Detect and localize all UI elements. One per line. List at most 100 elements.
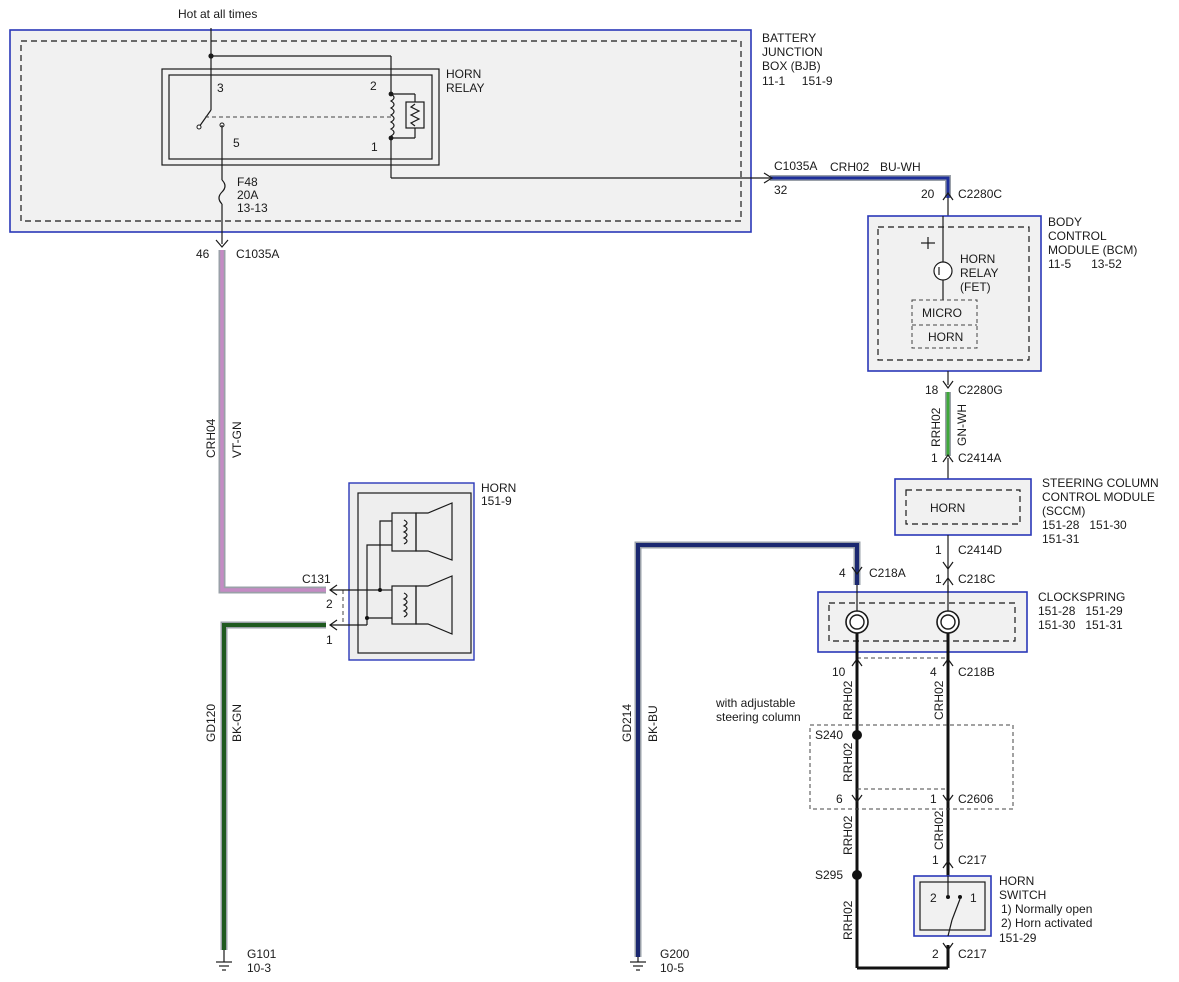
clockspring-coil-left-inner: [849, 614, 865, 630]
adjustable-note-2: steering column: [716, 710, 801, 724]
rrh02-label-d: RRH02: [841, 900, 855, 940]
c2606-right-arrow: [942, 794, 954, 804]
rrh02-gnwh-circuit: RRH02: [929, 407, 943, 447]
c2414d-arrow: [942, 561, 954, 571]
c2606-connector: C2606: [958, 792, 994, 806]
clockspring-c218b-connector: C218B: [958, 665, 995, 679]
sccm-inner-label: HORN: [930, 501, 965, 515]
relay-pin-5: 5: [233, 136, 240, 150]
rrh02-gnwh-color: GN-WH: [955, 404, 969, 446]
horn-switch-box: [913, 875, 992, 937]
horn-ref: 151-9: [481, 494, 512, 508]
bcm-micro-label: MICRO: [922, 306, 962, 320]
splice-s240-label: S240: [815, 728, 843, 742]
horn-relay-title-1: HORN: [446, 67, 481, 81]
sccm-title-3: (SCCM): [1042, 504, 1085, 518]
bcm-relay-label-2: RELAY: [960, 266, 998, 280]
bk-bu-wire: [636, 543, 859, 957]
bjb-title-line3: BOX (BJB): [762, 59, 821, 73]
clockspring-refs-2: 151-30 151-31: [1038, 618, 1123, 632]
relay-coil: [389, 93, 395, 137]
g200-ref: 10-5: [660, 961, 684, 975]
bcm-connector-out: C2280G: [958, 383, 1003, 397]
relay-pin-2: 2: [370, 79, 377, 93]
c217-top-connector: C217: [958, 853, 987, 867]
relay-pin-3: 3: [217, 81, 224, 95]
g200-name: G200: [660, 947, 690, 961]
horn-relay-title-2: RELAY: [446, 81, 484, 95]
g101-name: G101: [247, 947, 277, 961]
horn-cone-bottom: [415, 575, 453, 635]
horn-switch-note-2: 2) Horn activated: [1001, 916, 1092, 930]
c217-bot-arrow: [942, 942, 954, 952]
fuse-f48-symbol: [218, 179, 226, 205]
relay-switch-pivot: [196, 124, 202, 130]
sccm-refs-1: 151-28 151-30: [1042, 518, 1127, 532]
splice-s295-label: S295: [815, 868, 843, 882]
crh04-circuit: CRH04: [204, 418, 218, 458]
horn-switch-note-1: 1) Normally open: [1001, 902, 1092, 916]
sccm-pin-out: 1: [935, 543, 942, 557]
crh02-label-b: CRH02: [932, 810, 946, 850]
clockspring-inner-dashed: [828, 602, 1016, 642]
sccm-inner-dashed: [905, 489, 1021, 525]
c2280g-arrow: [942, 380, 954, 390]
gd214-circuit: GD214: [620, 704, 634, 742]
sccm-connector-in: C2414A: [958, 451, 1001, 465]
bcm-title-3: MODULE (BCM): [1048, 243, 1137, 257]
gd120-circuit: GD120: [204, 704, 218, 742]
horn-neg-node: [365, 616, 369, 620]
sccm-pin-in: 1: [931, 451, 938, 465]
clockspring-c218a-connector: C218A: [869, 566, 906, 580]
bk-gn-color: BK-GN: [230, 704, 244, 742]
horn-switch-title-1: HORN: [999, 874, 1034, 888]
sccm-module-box: [894, 478, 1032, 536]
bu-wh-wire: [770, 176, 950, 198]
bcm-module-box: [867, 215, 1042, 372]
clockspring-title: CLOCKSPRING: [1038, 590, 1125, 604]
c1035a-connector-arrow: [215, 239, 229, 248]
relay-switch-blade: [198, 109, 212, 128]
horn-switch-blade: [951, 898, 961, 921]
horn-coil-top: [402, 519, 408, 545]
c217-top-pin: 1: [932, 853, 939, 867]
bcm-relay-label-3: (FET): [960, 280, 991, 294]
c2606-pin-right: 1: [930, 792, 937, 806]
clockspring-c218a-pin: 4: [839, 566, 846, 580]
bjb-refs: 11-1 151-9: [762, 74, 833, 88]
bjb-inner-dashed: [20, 40, 742, 222]
adjustable-column-box: [809, 724, 1014, 810]
crh02-label-a: CRH02: [932, 680, 946, 720]
c217-bot-connector: C217: [958, 947, 987, 961]
resistor-zigzag: [409, 103, 421, 127]
bk-bu-color: BK-BU: [646, 705, 660, 742]
sccm-refs-2: 151-31: [1042, 532, 1080, 546]
fuse-rating: 20A: [237, 188, 258, 202]
horn-switch-inner: [919, 881, 986, 931]
horn-relay-inner: [168, 74, 433, 160]
horn-inner-box: [357, 492, 472, 654]
bjb-module-box: [9, 29, 752, 233]
bk-gn-wire-shadow: [220, 621, 326, 950]
bcm-connector-in: C2280C: [958, 187, 1002, 201]
horn-coil-bottom: [402, 592, 408, 618]
c2280c-arrow: [942, 191, 954, 201]
rrh02-label-b: RRH02: [841, 742, 855, 782]
horn-switch-pin-left: 2: [930, 891, 937, 905]
clockspring-pin-right-out: 4: [930, 665, 937, 679]
horn-title: HORN: [481, 481, 516, 495]
g101-ref: 10-3: [247, 961, 271, 975]
sccm-title-1: STEERING COLUMN: [1042, 476, 1159, 490]
horn-switch-title-2: SWITCH: [999, 888, 1046, 902]
horn-cone-top: [415, 502, 453, 561]
bcm-refs: 11-5 13-52: [1048, 257, 1122, 271]
c1035a-arrow: [763, 172, 774, 184]
rrh02-label-c: RRH02: [841, 815, 855, 855]
clockspring-coil-right: [936, 610, 960, 634]
clockspring-c218c-connector: C218C: [958, 572, 996, 586]
relay-pin-1: 1: [371, 140, 378, 154]
bjb-title-line1: BATTERY: [762, 31, 816, 45]
bcm-horn-label: HORN: [928, 330, 963, 344]
